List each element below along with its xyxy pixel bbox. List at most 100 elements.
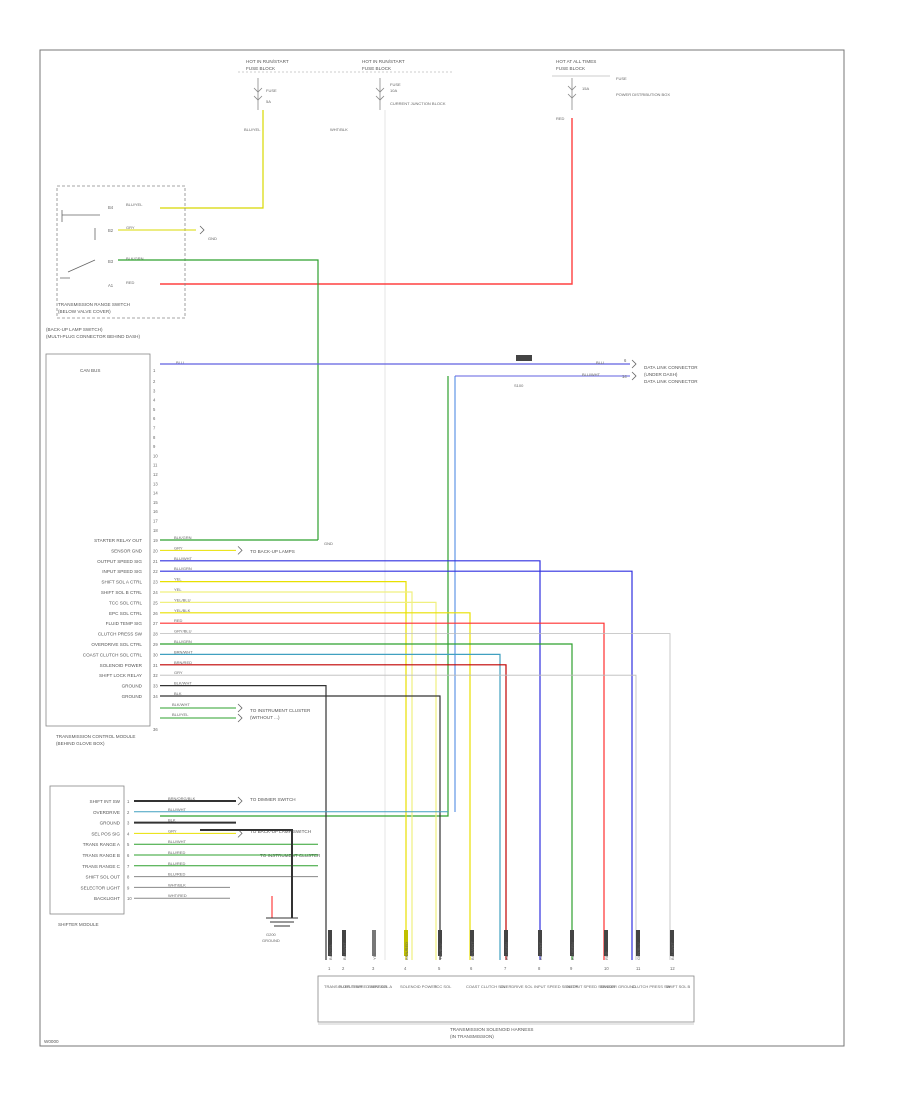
trs-wire-2: GRY bbox=[126, 225, 135, 230]
harness-wire-label: BLU/WHT bbox=[670, 941, 675, 960]
selector-note2: TO BACK-UP LAMP SWITCH bbox=[250, 829, 311, 834]
harness-pin-wire bbox=[636, 930, 640, 956]
selector-row-pin: 9 bbox=[127, 885, 130, 890]
harness-pin-wire bbox=[342, 930, 346, 956]
selector-row-label: TRANS RANGE B bbox=[82, 853, 120, 858]
ground-icon bbox=[266, 917, 298, 927]
tcm-row-pin: 30 bbox=[153, 652, 158, 657]
harness-label: COAST CLUTCH SOL bbox=[466, 984, 507, 989]
dlc-arrow-icon bbox=[631, 359, 637, 381]
tcm-row-wire: YEL bbox=[174, 577, 182, 582]
tcm-row-pin: 28 bbox=[153, 632, 158, 637]
tcm-wire-run bbox=[160, 612, 471, 960]
tcm-row-wire: GRY bbox=[174, 545, 183, 550]
selector-row-wire: WHT/BLK bbox=[168, 882, 186, 887]
tcm-row-label: EPC SOL CTRL bbox=[109, 611, 142, 616]
harness-pin: 3 bbox=[372, 966, 375, 971]
tcm-wire-run bbox=[160, 684, 327, 960]
tcm-row-pin: 23 bbox=[153, 580, 158, 585]
tcm-row-pin: 31 bbox=[153, 663, 158, 668]
tcm-row-label: INPUT SPEED SIG bbox=[102, 569, 142, 574]
tcm-row-wire: YEL/BLU bbox=[174, 597, 191, 602]
tcm-pin-number: 14 bbox=[153, 491, 158, 496]
fuse-3-amps: 15A bbox=[582, 86, 589, 91]
harness-pin: 10 bbox=[604, 966, 609, 971]
tcm-pin-number: 15 bbox=[153, 500, 158, 505]
tcm-row-pin: 27 bbox=[153, 621, 158, 626]
tcm-row-wire: BRN/WHT bbox=[174, 649, 193, 654]
tcm-row-wire: RED bbox=[174, 618, 183, 623]
tcm-wire-run bbox=[160, 622, 605, 960]
tcm-pin-number: 4 bbox=[153, 398, 156, 403]
tcm-pin-number: 12 bbox=[153, 472, 158, 477]
tcm-wire-run bbox=[160, 633, 671, 960]
selector-ground-label: G200 bbox=[266, 932, 277, 937]
tcm-row-label: SOLENOID POWER bbox=[100, 663, 143, 668]
fuse-2: HOT IN RUN/START FUSE BLOCK FUSE 10A CUR… bbox=[330, 59, 446, 132]
tcm-bottom-note2: (WITHOUT ...) bbox=[250, 715, 280, 720]
harness-pin: 5 bbox=[438, 966, 441, 971]
harness-label: TCC SOL bbox=[434, 984, 452, 989]
tcm-pin-number: 17 bbox=[153, 519, 158, 524]
tcm-wire-run bbox=[160, 664, 507, 960]
trs-note: (BACK-UP LAMP SWITCH) bbox=[46, 327, 103, 332]
tcm-row-label: SHIFT SOL A CTRL bbox=[101, 580, 142, 585]
selector-ground-wire bbox=[200, 829, 293, 918]
tcm-row-wire: BLK/WHT bbox=[174, 681, 192, 686]
tcm-bottom-note: TO INSTRUMENT CLUSTER bbox=[250, 708, 311, 713]
harness-wire-label: BLU/WHT bbox=[342, 941, 347, 960]
harness-label: SOLENOID POWER bbox=[400, 984, 437, 989]
trs-wire-3: BLK/GRN bbox=[126, 256, 144, 261]
selector-row-wire: BLU/RED bbox=[168, 850, 185, 855]
harness-label: SHIFT SOL A bbox=[368, 984, 392, 989]
selector-box bbox=[49, 785, 125, 915]
harness-pin: 7 bbox=[504, 966, 507, 971]
harness-label: INPUT SPEED SENSOR bbox=[534, 984, 579, 989]
page-code: W0000 bbox=[44, 1039, 59, 1044]
trs-arrow-icon bbox=[199, 225, 205, 235]
tcm-row-wire: GRY bbox=[174, 670, 183, 675]
tcm-row-pin: 22 bbox=[153, 569, 158, 574]
tcm-row-wire: YEL bbox=[174, 587, 182, 592]
fuse-1-title: HOT IN RUN/START bbox=[246, 59, 289, 64]
harness-wire-label: BLU/WHT bbox=[538, 941, 543, 960]
harness-wire-label: YEL/BLU bbox=[438, 943, 443, 960]
harness-pin-wire bbox=[372, 930, 376, 956]
fuse-3: HOT AT ALL TIMES FUSE BLOCK FUSE 15A POW… bbox=[552, 59, 670, 121]
selector-row-label: SEL POS SIG bbox=[91, 831, 120, 836]
wire-blk-grn bbox=[118, 259, 319, 540]
selector-row-pin: 4 bbox=[127, 831, 130, 836]
trs-pin-4: A1 bbox=[108, 283, 114, 288]
tcm-row-pin: 33 bbox=[153, 684, 158, 689]
selector-row-pin: 7 bbox=[127, 864, 130, 869]
harness-label: SHIFT SOL B bbox=[666, 984, 691, 989]
tcm-row-pin: 29 bbox=[153, 642, 158, 647]
tcm-row-label: OVERDRIVE SOL CTRL bbox=[91, 642, 142, 647]
selector-row-wire: BRN/ORG/BLK bbox=[168, 796, 196, 801]
fuse-2-title: HOT IN RUN/START bbox=[362, 59, 405, 64]
tcm-pin-number: 5 bbox=[153, 407, 156, 412]
harness-sub: (IN TRANSMISSION) bbox=[450, 1034, 494, 1039]
harness-pin: 6 bbox=[470, 966, 473, 971]
harness-pin: 11 bbox=[636, 966, 641, 971]
trs-pin-3: B3 bbox=[108, 259, 114, 264]
harness-pin: 8 bbox=[538, 966, 541, 971]
tcm-wire-run bbox=[160, 580, 407, 960]
tr-switch-box bbox=[56, 185, 186, 319]
dlc-pin-2: 14 bbox=[622, 374, 627, 379]
tcm-upper-wire: BLU bbox=[176, 360, 184, 365]
tcm-pin-number: 13 bbox=[153, 481, 158, 486]
selector-row-pin: 10 bbox=[127, 896, 132, 901]
wire-red-power bbox=[160, 118, 573, 285]
selector-row-wire: GRY bbox=[168, 828, 177, 833]
harness-label: CLUTCH PRESS SW bbox=[632, 984, 671, 989]
tcm-pin-number: 8 bbox=[153, 435, 156, 440]
selector-row-wire: WHT/RED bbox=[168, 893, 187, 898]
wire-green-dlc bbox=[160, 376, 449, 817]
tcm-wire-run bbox=[160, 560, 541, 960]
fuse-3-fuse-icon bbox=[567, 85, 577, 99]
tcm-wire-run bbox=[160, 653, 501, 960]
